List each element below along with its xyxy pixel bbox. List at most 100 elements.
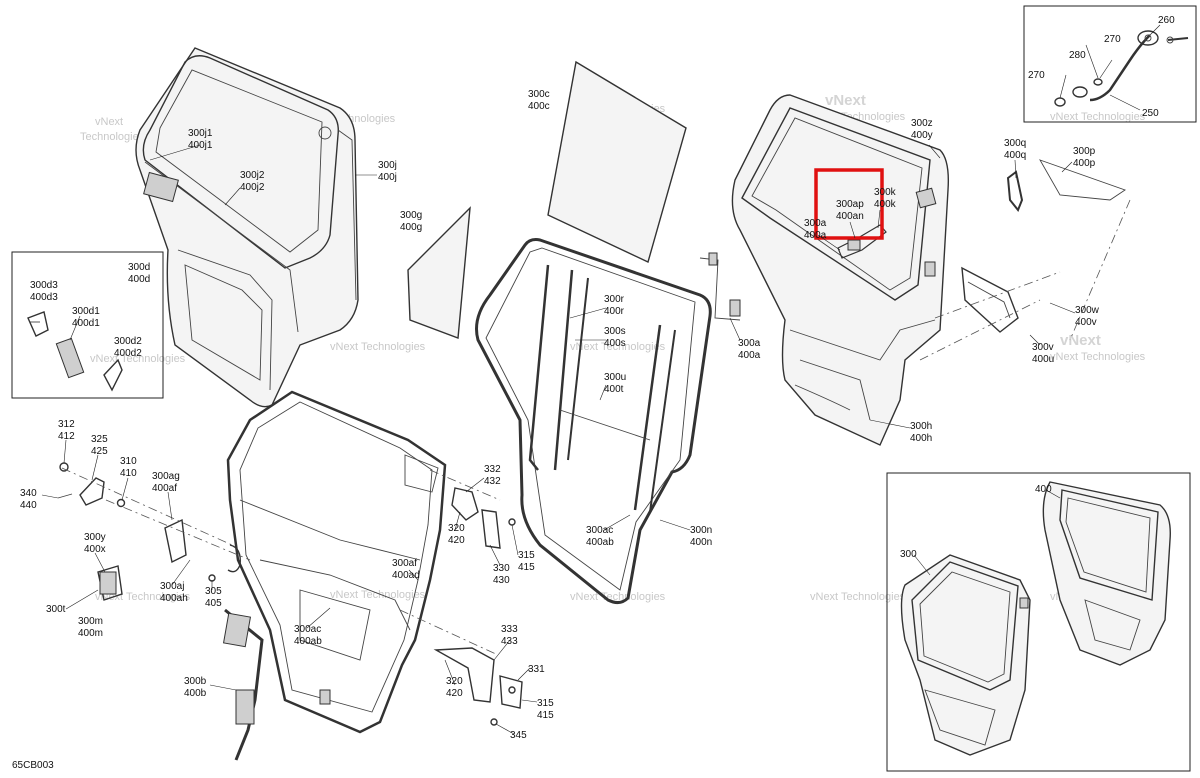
part-label: 400t — [604, 384, 624, 395]
part-label: 400ab — [294, 636, 322, 647]
part-label: 400r — [604, 306, 625, 317]
part-label: 300q — [1004, 138, 1026, 149]
part-label: 400d1 — [72, 318, 100, 329]
part-label: 300y — [84, 532, 106, 543]
part-label: 300r — [604, 294, 625, 305]
part-label: 300a — [804, 218, 827, 229]
part-label: 400a — [738, 350, 761, 361]
part-label: 400x — [84, 544, 106, 555]
part-label: 400d2 — [114, 348, 142, 359]
part-label: 405 — [205, 598, 222, 609]
part-label: 300c — [528, 89, 550, 100]
part-label: 430 — [493, 575, 510, 586]
glass-panel-small — [407, 206, 471, 339]
part-label: 300w — [1075, 305, 1100, 316]
door-frame — [226, 390, 447, 734]
glass-panel-large — [547, 60, 687, 263]
part-label: 400ab — [586, 537, 614, 548]
part-label: 312 — [58, 419, 75, 430]
highlight-box — [814, 168, 884, 240]
part-label: 433 — [501, 636, 518, 647]
watermark: vNext Technologies — [1050, 351, 1146, 363]
part-label: 400ad — [392, 570, 420, 581]
part-label: 300ac — [294, 624, 321, 635]
part-label: 325 — [91, 434, 108, 445]
part-label: 400g — [400, 222, 422, 233]
part-label: 400b — [184, 688, 207, 699]
part-label: 300d — [128, 262, 150, 273]
part-label: 332 — [484, 464, 501, 475]
strap-parts — [1054, 30, 1189, 107]
small-hardware-parts — [57, 462, 264, 761]
part-label: 412 — [58, 431, 75, 442]
part-label: 400d3 — [30, 292, 58, 303]
inset-door-assembly-box — [886, 472, 1191, 772]
part-label: 300af — [392, 558, 417, 569]
part-label: 400s — [604, 338, 626, 349]
door-inner-panel — [731, 94, 950, 446]
part-label: 300a — [738, 338, 761, 349]
watermark: Technologies — [80, 131, 145, 143]
watermark: vNext — [95, 116, 123, 128]
part-label: 250 — [1142, 108, 1159, 119]
part-label: 432 — [484, 476, 501, 487]
part-label: 300v — [1032, 342, 1054, 353]
part-label: 400n — [690, 537, 712, 548]
part-label: 300s — [604, 326, 626, 337]
part-label: 300aj — [160, 581, 184, 592]
part-label: 400v — [1075, 317, 1097, 328]
part-label: 315 — [537, 698, 554, 709]
part-label: 300n — [690, 525, 712, 536]
part-label: 300g — [400, 210, 422, 221]
part-label: 340 — [20, 488, 37, 499]
watermark: vNext Technologies — [1050, 111, 1146, 123]
right-brackets — [433, 487, 523, 726]
part-label: 320 — [446, 676, 463, 687]
part-label: 400h — [910, 433, 932, 444]
inset-strap-box — [1023, 5, 1197, 123]
part-label: 415 — [518, 562, 535, 573]
part-label: 400af — [152, 483, 177, 494]
door-outer-shell — [135, 47, 359, 408]
part-label: 400q — [1004, 150, 1026, 161]
part-label: 315 — [518, 550, 535, 561]
part-label: 300k — [874, 187, 897, 198]
part-label: 300j1 — [188, 128, 213, 139]
part-label: 345 — [510, 730, 527, 741]
part-label: 270 — [1028, 70, 1045, 81]
part-label: 400d — [128, 274, 150, 285]
part-label: 400y — [911, 130, 933, 141]
part-label: 415 — [537, 710, 554, 721]
watermark: vNext Technologies — [810, 591, 906, 603]
watermark: vNext Technologies — [570, 591, 666, 603]
part-label: 400j — [378, 172, 397, 183]
part-label: 300p — [1073, 146, 1096, 157]
part-label: 300z — [911, 118, 933, 129]
part-label: 440 — [20, 500, 37, 511]
part-label: 300h — [910, 421, 932, 432]
watermark: vNext Technologies — [330, 589, 426, 601]
part-label: 300ag — [152, 471, 180, 482]
part-label: 300d3 — [30, 280, 58, 291]
part-label: 300u — [604, 372, 626, 383]
door-seal-frame — [475, 238, 741, 605]
part-label: 333 — [501, 624, 518, 635]
door-handle-parts — [961, 159, 1126, 333]
watermark: vNext — [825, 92, 866, 109]
watermark: vNext Technologies — [570, 341, 666, 353]
part-label: 400a — [804, 230, 827, 241]
part-labels: 300j1 400j1 300j2 400j2 300j 400j 300d 4… — [20, 15, 1175, 741]
watermark: vNext Technologies — [330, 341, 426, 353]
watermark: vNext Technologies — [90, 353, 186, 365]
watermark: vNext — [1060, 332, 1101, 349]
door-lock-parts — [27, 311, 123, 392]
part-label: 400ah — [160, 593, 188, 604]
part-label: 300ap — [836, 199, 864, 210]
part-label: 331 — [528, 664, 545, 675]
part-label: 410 — [120, 468, 137, 479]
diagram-code: 65CB003 — [12, 760, 54, 771]
part-label: 420 — [448, 535, 465, 546]
part-label: 400j2 — [240, 182, 265, 193]
part-label: 420 — [446, 688, 463, 699]
